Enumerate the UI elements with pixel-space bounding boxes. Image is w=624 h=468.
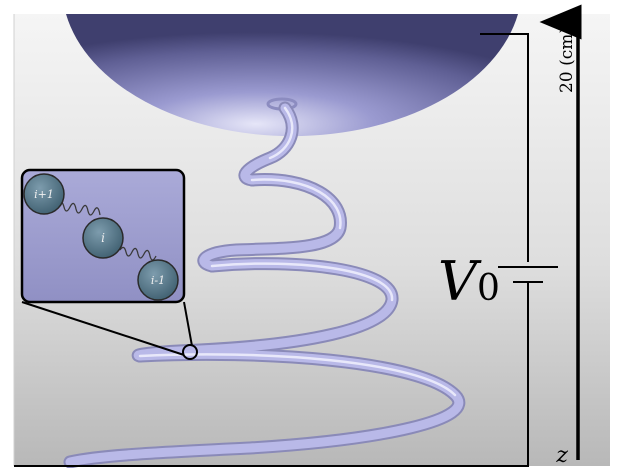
voltage-subscript: 0 [477, 268, 500, 309]
spring-upper [57, 201, 101, 216]
helix-coil [63, 101, 466, 468]
bead-i-plus-1: i+1 [23, 173, 65, 215]
callout-line-left [21, 301, 185, 356]
bead-label: i [101, 231, 105, 245]
voltage-label: V0 [438, 250, 500, 313]
z-axis-label: z [555, 443, 568, 468]
sphere-electrode [66, 14, 518, 137]
callout-line-right [183, 301, 193, 347]
voltage-symbol: V [438, 250, 482, 313]
bead-i-minus-1: i-1 [137, 259, 179, 301]
spring-lower [119, 246, 157, 261]
circuit-wire [480, 33, 529, 262]
circuit-wire-lower [14, 282, 529, 467]
bead-label: i+1 [34, 188, 54, 201]
scale-label: 20 (cm) [557, 27, 577, 93]
inset-springs [57, 201, 157, 261]
magnifier-circle [182, 344, 198, 360]
bead-i: i [82, 217, 124, 259]
bead-label: i-1 [151, 274, 165, 287]
